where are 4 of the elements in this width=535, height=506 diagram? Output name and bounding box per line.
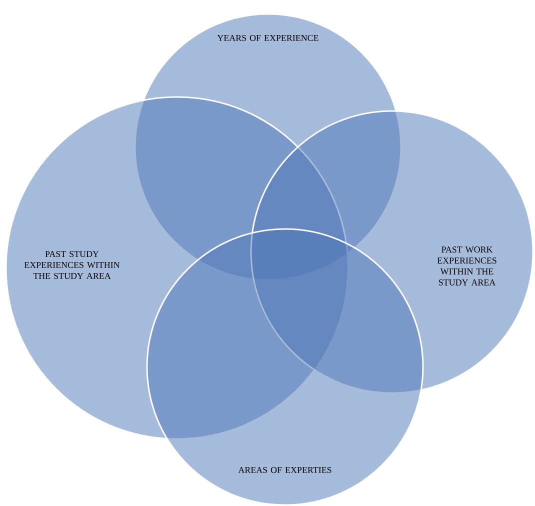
circle-label: YEARS OF EXPERIENCE bbox=[217, 34, 318, 42]
circle-label: PAST WORK EXPERIENCES WITHIN THE STUDY AREA bbox=[437, 246, 496, 286]
circle-label: PAST STUDY EXPERIENCES WITHIN THE STUDY AREA bbox=[24, 251, 120, 279]
circle-label: AREAS OF EXPERTIES bbox=[238, 466, 332, 473]
